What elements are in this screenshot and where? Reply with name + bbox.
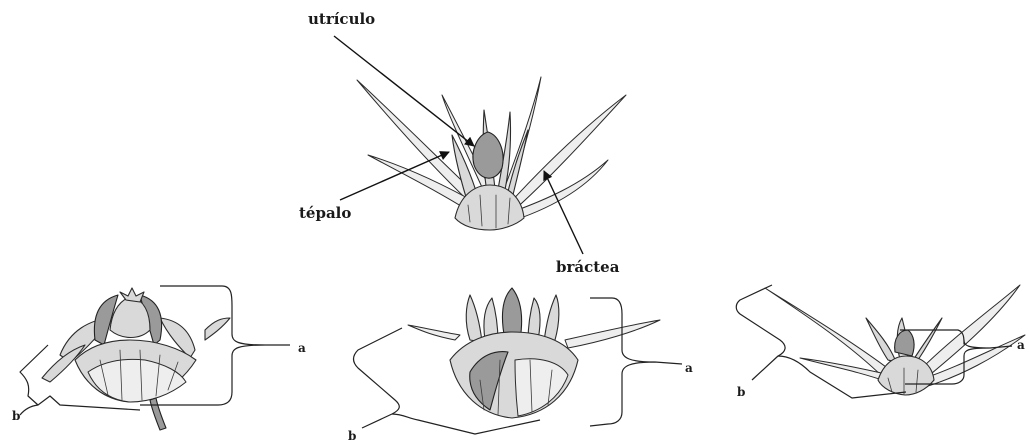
label-a-right: a [1017,338,1025,352]
label-utriculo: utrículo [308,10,375,28]
specimen-left-drawing [42,288,230,430]
label-tepalo: tépalo [299,204,351,222]
label-b-left: b [12,409,20,423]
label-b-middle: b [348,429,356,442]
arrow-tepalo [340,152,449,200]
brace-a-middle [590,298,682,426]
specimen-right-drawing [765,285,1025,395]
top-specimen-drawing [357,77,626,230]
label-b-right: b [737,385,745,399]
label-a-left: a [298,341,306,355]
label-bractea: bráctea [556,258,620,276]
label-a-middle: a [685,361,693,375]
